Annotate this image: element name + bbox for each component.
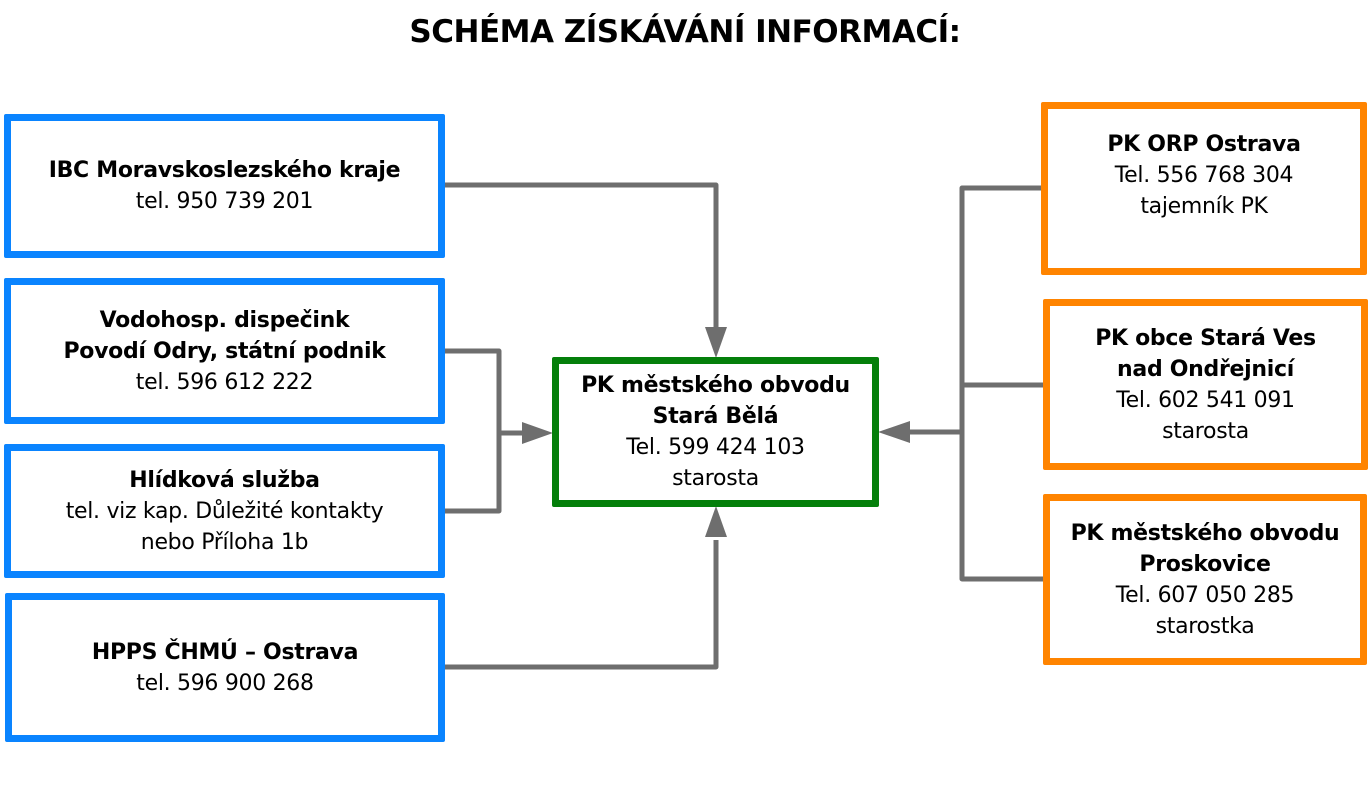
neighbor-phone: Tel. 602 541 091: [1116, 387, 1295, 413]
source-box-ibc: IBC Moravskoslezského kraje tel. 950 739…: [4, 114, 445, 258]
center-name: Stará Bělá: [652, 404, 779, 429]
source-note: nebo Příloha 1b: [140, 529, 309, 555]
arrowhead-right: [878, 421, 910, 443]
neighbor-box-orp-ostrava: PK ORP Ostrava Tel. 556 768 304 tajemník…: [1041, 102, 1367, 275]
source-name: Vodohosp. dispečink: [99, 307, 350, 333]
neighbor-role: starosta: [1162, 418, 1249, 444]
source-box-vodohosp: Vodohosp. dispečink Povodí Odry, státní …: [4, 278, 445, 424]
diagram-title: SCHÉMA ZÍSKÁVÁNÍ INFORMACÍ:: [409, 14, 961, 50]
source-name: HPPS ČHMÚ – Ostrava: [91, 639, 359, 665]
neighbor-name: Proskovice: [1139, 551, 1271, 577]
neighbor-name: nad Ondřejnicí: [1117, 356, 1294, 382]
source-phone: tel. 596 900 268: [136, 670, 314, 696]
source-box-hlidkova: Hlídková služba tel. viz kap. Důležité k…: [4, 444, 445, 578]
center-box-stara-bela: PK městského obvodu Stará Bělá Tel. 599 …: [552, 357, 879, 507]
source-name: Hlídková služba: [129, 467, 320, 493]
source-phone: tel. 596 612 222: [135, 369, 314, 395]
neighbor-box-proskovice: PK městského obvodu Proskovice Tel. 607 …: [1043, 494, 1367, 665]
connector-ibc-to-center: [443, 182, 719, 330]
neighbor-box-stara-ves: PK obce Stará Ves nad Ondřejnicí Tel. 60…: [1043, 299, 1368, 470]
connector-hpps-to-center: [443, 540, 719, 670]
center-phone: Tel. 599 424 103: [626, 435, 805, 460]
source-name: Povodí Odry, státní podnik: [63, 338, 386, 364]
arrowhead-left: [522, 422, 553, 444]
neighbor-role: starostka: [1155, 613, 1255, 639]
source-name: IBC Moravskoslezského kraje: [48, 158, 401, 183]
neighbor-phone: Tel. 607 050 285: [1115, 582, 1295, 608]
neighbor-name: PK ORP Ostrava: [1107, 132, 1301, 157]
source-box-hpps: HPPS ČHMÚ – Ostrava tel. 596 900 268: [5, 593, 445, 742]
neighbor-name: PK městského obvodu: [1070, 520, 1340, 546]
center-name: PK městského obvodu: [581, 373, 850, 398]
source-phone: tel. 950 739 201: [135, 189, 314, 214]
arrowhead-bottom: [705, 506, 727, 537]
center-role: starosta: [672, 466, 759, 491]
connector-vodohosp-junction: [443, 348, 502, 514]
source-phone: tel. viz kap. Důležité kontakty: [65, 498, 384, 524]
arrowhead-top: [705, 327, 727, 358]
neighbor-name: PK obce Stará Ves: [1095, 325, 1316, 351]
neighbor-phone: Tel. 556 768 304: [1114, 163, 1294, 188]
neighbor-role: tajemník PK: [1140, 194, 1268, 219]
